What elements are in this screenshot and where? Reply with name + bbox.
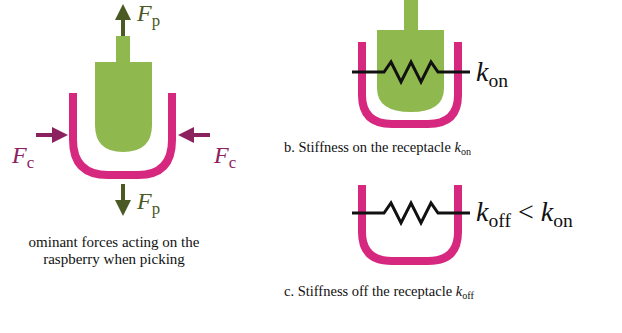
receptacle (73, 93, 172, 175)
forces-figure (36, 12, 210, 208)
subscript: p (152, 11, 160, 30)
symbol: F (12, 142, 27, 168)
force-label: Fc (12, 142, 34, 170)
symbol: F (137, 188, 152, 214)
caption: ominant forces acting on the raspberry w… (4, 234, 224, 269)
symbol: k (454, 139, 460, 155)
force-label: Fp (137, 188, 160, 216)
force-label: Fc (214, 142, 236, 170)
subscript: p (152, 199, 160, 218)
spring (352, 203, 470, 223)
subscript: on (488, 70, 508, 91)
symbol: F (137, 0, 152, 26)
compression-arrow (186, 133, 210, 137)
pull-arrow (121, 12, 125, 38)
stiffness-on-figure (352, 0, 470, 124)
subscript: off (488, 210, 511, 231)
receptacle (362, 42, 458, 124)
raspberry (377, 30, 444, 112)
caption: b. Stiffness on the receptacle kon (284, 139, 471, 156)
subscript: c (229, 153, 236, 172)
symbol: k (476, 196, 488, 227)
stem (404, 0, 418, 34)
subscript: off (462, 290, 474, 301)
spring (352, 62, 470, 82)
receptacle (362, 185, 458, 261)
symbol: k (541, 196, 553, 227)
symbol: k (456, 283, 462, 299)
stiffness-label: kon (476, 56, 508, 88)
subscript: on (553, 210, 573, 231)
subscript: on (461, 146, 471, 157)
raspberry (95, 62, 152, 152)
stiffness-label: koff < kon (476, 196, 573, 228)
symbol: k (476, 56, 488, 87)
subscript: c (27, 153, 34, 172)
stem (116, 36, 130, 66)
symbol: F (214, 142, 229, 168)
force-label: Fp (137, 0, 160, 28)
caption: c. Stiffness off the receptacle koff (284, 283, 474, 300)
compression-arrow (36, 133, 60, 137)
stiffness-off-figure (352, 185, 470, 261)
pull-arrow (121, 184, 125, 208)
